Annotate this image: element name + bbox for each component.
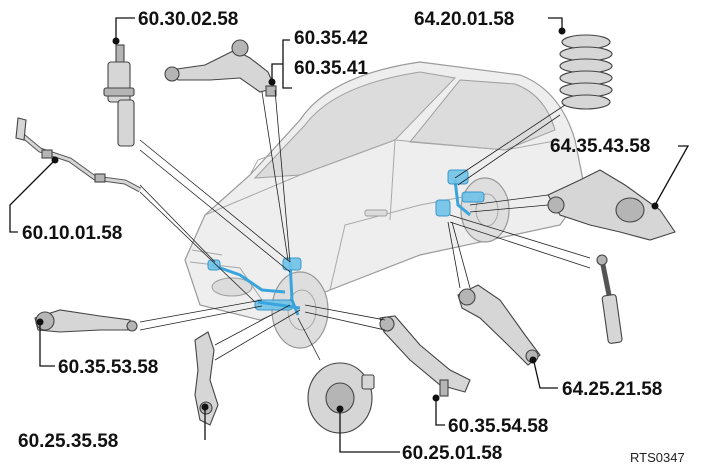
label-stabilizer: 60.10.01.58 bbox=[22, 223, 122, 244]
reference-code: RTS0347 bbox=[630, 450, 685, 465]
label-upper-arm-a: 60.35.42 bbox=[294, 28, 368, 49]
rear-arm-part bbox=[547, 169, 676, 241]
rear-shock-part bbox=[596, 254, 623, 344]
label-tension-strut: 60.35.54.58 bbox=[448, 416, 548, 437]
rear-link-part bbox=[457, 284, 541, 366]
front-lower-arm-part bbox=[34, 309, 138, 333]
label-upper-arm-b: 60.35.41 bbox=[294, 58, 368, 79]
hub-part bbox=[307, 362, 375, 434]
label-rear-arm-upper: 64.35.43.58 bbox=[550, 136, 650, 157]
rear-wheel bbox=[460, 177, 510, 243]
label-rear-link: 64.25.21.58 bbox=[562, 379, 662, 400]
label-strut-front: 60.30.02.58 bbox=[138, 9, 238, 30]
front-strut-part bbox=[103, 44, 135, 147]
leader-lines bbox=[9, 17, 690, 453]
fan-lines bbox=[139, 89, 591, 361]
label-hub: 60.25.01.58 bbox=[402, 443, 502, 464]
label-lower-arm-front: 60.35.53.58 bbox=[58, 357, 158, 378]
car-body bbox=[184, 61, 586, 321]
upper-arm-part bbox=[164, 39, 277, 97]
rear-suspension-highlight bbox=[435, 169, 485, 217]
stabilizer-bar-part bbox=[15, 117, 142, 193]
tension-strut-part bbox=[379, 315, 471, 397]
coil-spring-part bbox=[559, 34, 613, 110]
knuckle-part bbox=[194, 331, 219, 426]
front-suspension-highlight bbox=[207, 257, 302, 316]
label-knuckle: 60.25.35.58 bbox=[18, 431, 118, 452]
label-spring: 64.20.01.58 bbox=[414, 9, 514, 30]
